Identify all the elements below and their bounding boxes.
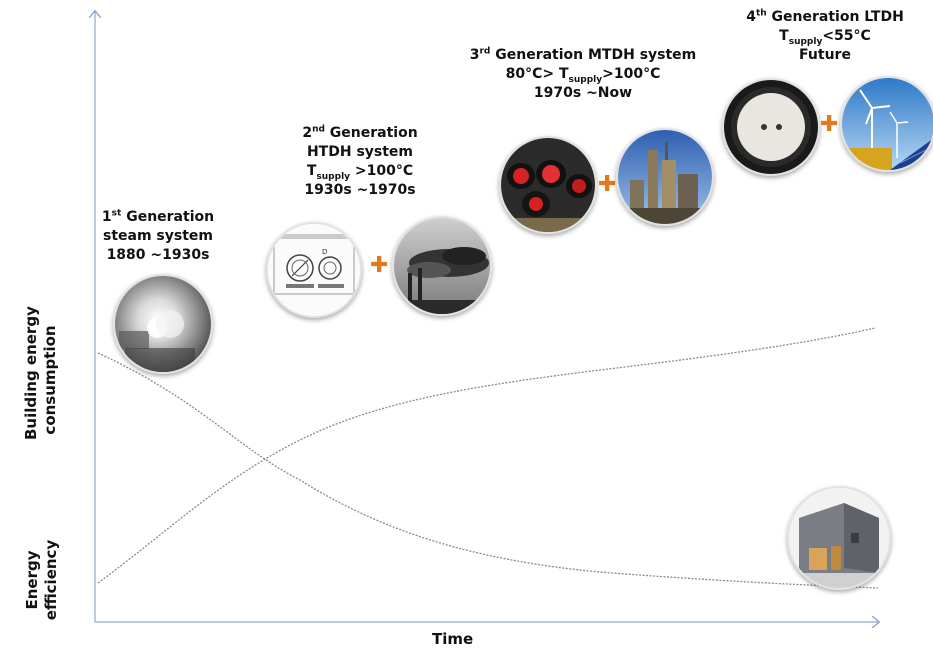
- low-energy-building-photo: [787, 486, 891, 590]
- plant-photo: [616, 128, 714, 226]
- y-label-line2: consumption: [41, 325, 59, 435]
- y-label-line4: efficiency: [42, 539, 60, 621]
- gen4-label: 4th Generation LTDH Tsupply<55°C Future: [730, 8, 920, 65]
- gen2-line2: HTDH system: [306, 144, 414, 160]
- smokestack-photo: [392, 216, 492, 316]
- pipe-crosssection-photo: [722, 78, 820, 176]
- plus-icon-gen4: ✚: [820, 112, 839, 137]
- gen4-title: 4th Generation LTDH: [746, 8, 904, 25]
- gen2-title: 2nd Generation: [302, 124, 418, 141]
- x-axis-label: Time: [432, 630, 474, 648]
- gen2-line4: 1930s ~1970s: [304, 182, 416, 198]
- plus-icon-gen2: ✚: [370, 253, 389, 278]
- y-label-line1: Building energy: [22, 306, 40, 440]
- y-label-line3: Energy: [23, 550, 41, 610]
- gen3-title: 3rd Generation MTDH system: [469, 46, 697, 63]
- gen1-title: 1st Generation: [101, 208, 215, 225]
- gen2-label: 2nd Generation HTDH system Tsupply >100°…: [290, 124, 430, 200]
- insulated-pipes-photo: [499, 136, 597, 234]
- plus-icon-gen3: ✚: [598, 172, 617, 197]
- wind-solar-photo: [840, 76, 933, 172]
- gen3-temp: 80°C> Tsupply>100°C: [505, 66, 661, 85]
- consumption-curve: [97, 352, 879, 589]
- gen1-line3: 1880 ~1930s: [106, 247, 210, 263]
- gen1-label: 1st Generation steam system 1880 ~1930s: [98, 208, 218, 265]
- efficiency-curve: [97, 327, 876, 584]
- gen2-temp: Tsupply >100°C: [306, 163, 414, 182]
- y-axis-label-efficiency: Energy efficiency: [23, 535, 63, 625]
- gen4-temp: Tsupply<55°C: [779, 28, 871, 47]
- steam-photo: [113, 274, 213, 374]
- y-axis-label-consumption: Building energy consumption: [22, 306, 62, 440]
- gen3-label: 3rd Generation MTDH system 80°C> Tsupply…: [458, 46, 708, 103]
- pipe-diagram: D: [266, 222, 362, 318]
- svg-text:D: D: [322, 248, 327, 256]
- gen3-line3: 1970s ~Now: [533, 85, 633, 101]
- gen4-line3: Future: [799, 47, 851, 63]
- gen1-line2: steam system: [103, 228, 213, 244]
